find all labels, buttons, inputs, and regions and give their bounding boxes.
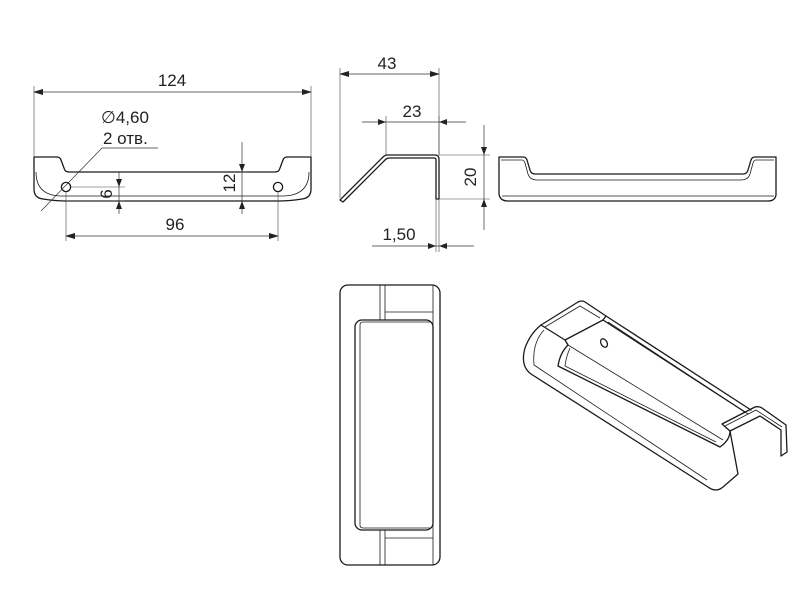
hole-leader-line: [40, 147, 103, 212]
front-view-hole-left: [60, 181, 72, 193]
dim-hole-spacing: 96: [166, 215, 185, 234]
side-view: 43 23 20 1,50: [339, 54, 490, 252]
front-view-outline: [33, 156, 312, 202]
isometric-hole: [599, 338, 609, 348]
isometric-view: [522, 300, 788, 491]
top-view: [339, 284, 441, 566]
dim-overall-width: 43: [378, 54, 397, 73]
dim-thickness: 1,50: [382, 225, 415, 244]
dim-hole-diameter: ∅4,60: [101, 108, 149, 127]
hole-count-note: 2 отв.: [103, 129, 148, 148]
top-view-inner: [354, 319, 434, 531]
dim-hole-diameter-value: 4,60: [116, 108, 149, 127]
top-view-outer: [339, 284, 441, 566]
dim-overall-length: 124: [158, 71, 186, 90]
rear-view-inner-line: [501, 159, 774, 181]
front-view-hole-right: [272, 181, 284, 193]
dim-top-width: 23: [403, 102, 422, 121]
side-view-profile: [339, 154, 440, 203]
front-view: 124 ∅4,60 2 отв. 6 12 96: [33, 71, 312, 241]
dim-side-height: 12: [220, 174, 239, 193]
rear-view-outline: [498, 156, 777, 202]
dim-height: 20: [461, 168, 480, 187]
dim-hole-height: 6: [97, 189, 116, 198]
rear-view: [498, 156, 777, 202]
diameter-symbol: ∅: [101, 108, 116, 127]
front-view-inner-line: [35, 171, 310, 197]
